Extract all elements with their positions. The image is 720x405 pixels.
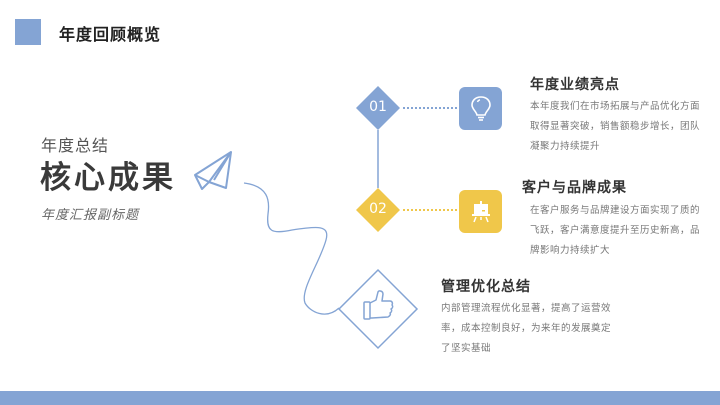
hero-subtitle: 年度汇报副标题 — [41, 208, 140, 223]
header-accent-square — [15, 19, 41, 45]
diamond-02-label: 02 — [369, 201, 387, 217]
diamond-03-outline — [337, 268, 419, 350]
diamond-01 — [356, 86, 400, 130]
paper-plane-icon — [194, 151, 232, 190]
icon-box-1 — [459, 87, 502, 130]
item-3-description: 内部管理流程优化显著，提高了运营效率，成本控制良好，为来年的发展奠定了坚实基础 — [441, 303, 612, 354]
page-title: 年度回顾概览 — [59, 25, 162, 44]
thumbs-up-icon — [363, 290, 394, 320]
diamond-02 — [356, 188, 400, 232]
item-3-title: 管理优化总结 — [441, 279, 531, 295]
hero-kicker: 年度总结 — [41, 136, 110, 155]
icon-box-2 — [459, 190, 502, 233]
diamond-01-label: 01 — [369, 99, 387, 115]
lightbulb-icon — [470, 95, 491, 121]
item-2-description: 在客户服务与品牌建设方面实现了质的飞跃，客户满意度提升至历史新高，品牌影响力持续… — [530, 205, 701, 256]
easel-icon — [471, 200, 490, 222]
hero-title: 核心成果 — [40, 160, 176, 196]
item-1-description: 本年度我们在市场拓展与产品优化方面取得显著突破，销售额稳步增长，团队凝聚力持续提… — [530, 101, 701, 152]
item-1-title: 年度业绩亮点 — [530, 77, 620, 93]
item-2-title: 客户与品牌成果 — [522, 180, 627, 196]
footer-bar — [0, 391, 720, 405]
